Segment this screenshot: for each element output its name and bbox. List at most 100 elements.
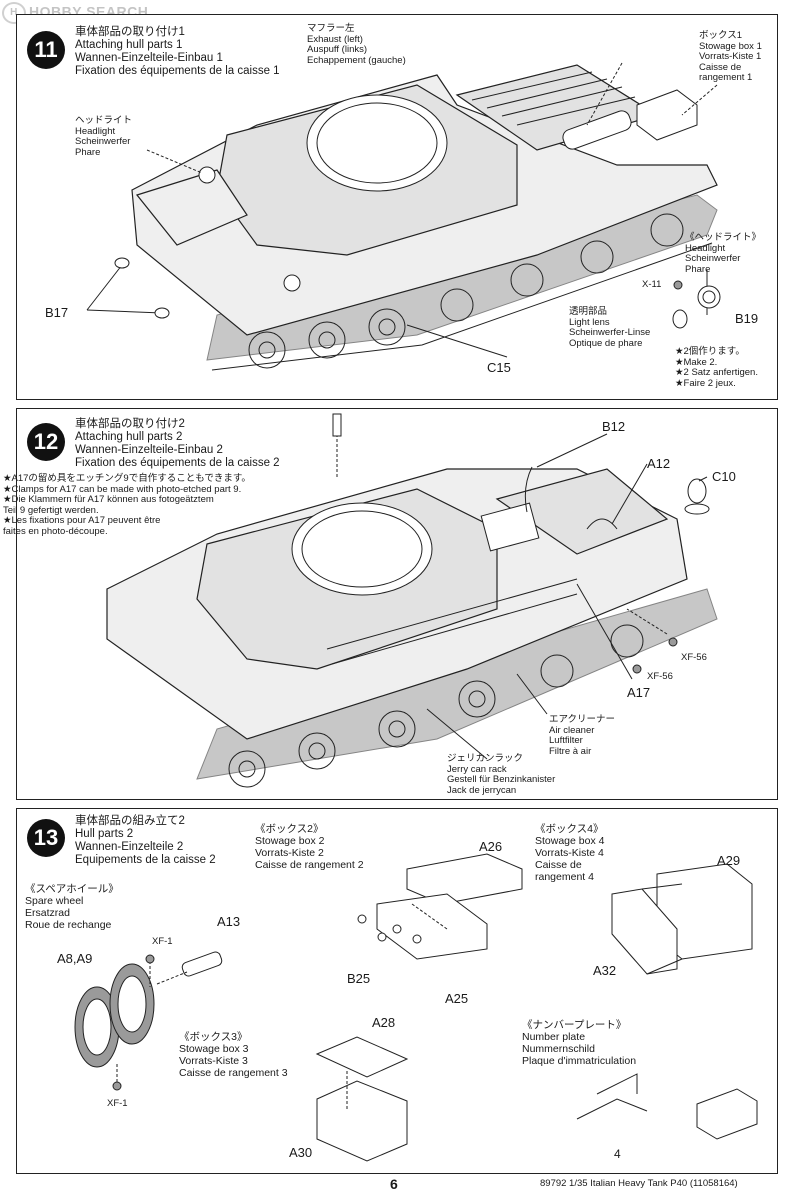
part-b12: B12 <box>602 419 626 434</box>
headlight-right-label: 《ヘッドライト》 Headlight Scheinwerfer Phare <box>685 232 762 275</box>
stowage-box-4-label: 《ボックス4》 Stowage box 4 Vorrats-Kiste 4 Ca… <box>535 823 604 883</box>
make-2-en: ★Make 2. <box>675 356 718 368</box>
headlight-left-label: ヘッドライト Headlight Scheinwerfer Phare <box>75 115 133 158</box>
headlight-left-en: Headlight <box>75 125 116 137</box>
step-13-parts-drawing <box>74 853 758 1162</box>
stowage-box-2-en: Stowage box 2 <box>255 835 325 847</box>
step-11-hull-drawing <box>86 62 721 371</box>
jerry-can-rack-de: Gestell für Benzinkanister <box>447 774 556 785</box>
stowage-box-3-fr: Caisse de rangement 3 <box>179 1067 288 1079</box>
part-a30: A30 <box>289 1145 313 1160</box>
part-c10: C10 <box>712 469 736 484</box>
part-a8-a9: A8,A9 <box>57 951 93 966</box>
part-x11: X-11 <box>642 279 662 290</box>
step-11-title-de: Wannen-Einzelteile-Einbau 1 <box>75 52 223 64</box>
clamp-note-de-2: Teil 9 gefertigt werden. <box>3 504 99 516</box>
step-12-title-en: Attaching hull parts 2 <box>75 431 183 443</box>
air-cleaner-de: Luftfilter <box>549 735 583 746</box>
step-11-number: 11 <box>27 31 65 69</box>
stowage-box-3-en: Stowage box 3 <box>179 1043 249 1055</box>
headlight-right-jp: 《ヘッドライト》 <box>685 232 762 243</box>
number-plate-drawing <box>576 1073 758 1140</box>
make-2-fr: ★Faire 2 jeux. <box>675 377 736 389</box>
step-12-title-fr: Fixation des équipements de la caisse 2 <box>75 457 280 469</box>
spare-wheel-drawing <box>74 951 223 1091</box>
headlight-left-jp: ヘッドライト <box>75 115 133 126</box>
stowage-box-3-de: Vorrats-Kiste 3 <box>179 1055 248 1067</box>
part-xf1-a: XF-1 <box>152 936 173 947</box>
headlight-left-fr: Phare <box>75 146 101 158</box>
part-a28: A28 <box>372 1015 396 1030</box>
jerry-can-rack-en: Jerry can rack <box>447 763 507 775</box>
make-2-jp: ★2個作ります。 <box>675 346 745 357</box>
headlight-right-de: Scheinwerfer <box>685 253 741 264</box>
step-12-title: 車体部品の取り付け2 Attaching hull parts 2 Wannen… <box>75 418 280 470</box>
step-13-title-de: Wannen-Einzelteile 2 <box>75 841 184 853</box>
step-12-number: 12 <box>27 423 65 461</box>
part-xf56-a: XF-56 <box>681 652 707 663</box>
clamp-note: ★A17の留め具をエッチング9で自作することもできます。 ★Clamps for… <box>3 473 251 537</box>
headlight-right-fr: Phare <box>685 263 711 275</box>
jerry-can-rack-fr: Jack de jerrycan <box>447 784 517 796</box>
part-a32: A32 <box>593 963 617 978</box>
clamp-note-jp: ★A17の留め具をエッチング9で自作することもできます。 <box>3 473 251 484</box>
step-11-title-jp: 車体部品の取り付け1 <box>75 26 185 38</box>
stowage-box-4-fr-1: Caisse de <box>535 859 582 871</box>
step-13-title: 車体部品の組み立て2 Hull parts 2 Wannen-Einzeltei… <box>75 815 216 867</box>
spare-wheel-label: 《スペアホイール》 Spare wheel Ersatzrad Roue de … <box>25 883 119 931</box>
light-lens-label: 透明部品 Light lens Scheinwerfer-Linse Optiq… <box>569 306 651 349</box>
stowage-box-1-en: Stowage box 1 <box>699 40 762 52</box>
step-11-title: 車体部品の取り付け1 Attaching hull parts 1 Wannen… <box>75 26 280 78</box>
headlight-left-de: Scheinwerfer <box>75 136 131 147</box>
stowage-box-1-de: Vorrats-Kiste 1 <box>699 51 762 62</box>
step-13-number: 13 <box>27 819 65 857</box>
stowage-box-2-jp: 《ボックス2》 <box>255 823 324 835</box>
stowage-box-2-de: Vorrats-Kiste 2 <box>255 847 324 859</box>
step-13-title-fr: Equipements de la caisse 2 <box>75 854 216 866</box>
stowage-box-3-drawing <box>315 1036 409 1162</box>
step-12-panel: 12 車体部品の取り付け2 Attaching hull parts 2 Wan… <box>3 408 778 800</box>
part-xf1-b: XF-1 <box>107 1098 128 1109</box>
step-11-title-fr: Fixation des équipements de la caisse 1 <box>75 65 280 77</box>
number-plate-jp: 《ナンバープレート》 <box>522 1019 627 1031</box>
part-c15: C15 <box>487 360 511 375</box>
clamp-note-fr-1: ★Les fixations pour A17 peuvent être <box>3 515 161 526</box>
light-lens-de: Scheinwerfer-Linse <box>569 327 651 338</box>
jerry-can-rack-jp: ジェリカンラック <box>447 753 524 764</box>
light-lens-en: Light lens <box>569 316 610 328</box>
exhaust-label-de: Auspuff (links) <box>307 44 368 55</box>
step-11-title-en: Attaching hull parts 1 <box>75 39 183 51</box>
step-11-panel: 11 車体部品の取り付け1 Attaching hull parts 1 Wan… <box>16 14 778 400</box>
exhaust-label-en: Exhaust (left) <box>307 33 363 45</box>
exhaust-label-jp: マフラー左 <box>307 23 355 34</box>
clamp-note-fr-2: faites en photo-découpe. <box>3 525 108 537</box>
stowage-box-4-jp: 《ボックス4》 <box>535 823 604 835</box>
make-2-note: ★2個作ります。 ★Make 2. ★2 Satz anfertigen. ★F… <box>675 346 758 389</box>
stowage-box-2-fr: Caisse de rangement 2 <box>255 859 364 871</box>
stowage-box-1-fr-1: Caisse de <box>699 61 742 73</box>
part-a13: A13 <box>217 914 241 929</box>
stowage-box-1-fr-2: rangement 1 <box>699 72 753 83</box>
stowage-box-1-jp: ボックス1 <box>699 30 742 41</box>
number-plate-label: 《ナンバープレート》 Number plate Nummernschild Pl… <box>522 1019 636 1067</box>
clamp-note-en: ★Clamps for A17 can be made with photo-e… <box>3 483 242 495</box>
spare-wheel-jp: 《スペアホイール》 <box>25 883 119 895</box>
footer-caption: 89792 1/35 Italian Heavy Tank P40 (11058… <box>540 1178 738 1189</box>
air-cleaner-label: エアクリーナー Air cleaner Luftfilter Filtre à … <box>549 714 615 757</box>
light-lens-jp: 透明部品 <box>569 306 608 317</box>
step-12-title-de: Wannen-Einzelteile-Einbau 2 <box>75 444 223 456</box>
hobby-search-logo-icon: H <box>2 2 26 24</box>
air-cleaner-fr: Filtre à air <box>549 745 592 757</box>
headlight-right-en: Headlight <box>685 242 726 254</box>
step-12-title-jp: 車体部品の取り付け2 <box>75 418 185 430</box>
exhaust-label: マフラー左 Exhaust (left) Auspuff (links) Ech… <box>307 23 406 66</box>
part-b19: B19 <box>735 311 759 326</box>
number-plate-en: Number plate <box>522 1031 586 1043</box>
stowage-box-3-jp: 《ボックス3》 <box>179 1031 248 1043</box>
clamp-note-de-1: ★Die Klammern für A17 können aus fotogeä… <box>3 494 214 505</box>
stowage-box-2-label: 《ボックス2》 Stowage box 2 Vorrats-Kiste 2 Ca… <box>255 823 364 871</box>
part-xf56-b: XF-56 <box>647 671 673 682</box>
spare-wheel-en: Spare wheel <box>25 895 84 907</box>
jerry-can-rack-label: ジェリカンラック Jerry can rack Gestell für Benz… <box>447 753 556 796</box>
number-plate-de: Nummernschild <box>522 1043 595 1055</box>
